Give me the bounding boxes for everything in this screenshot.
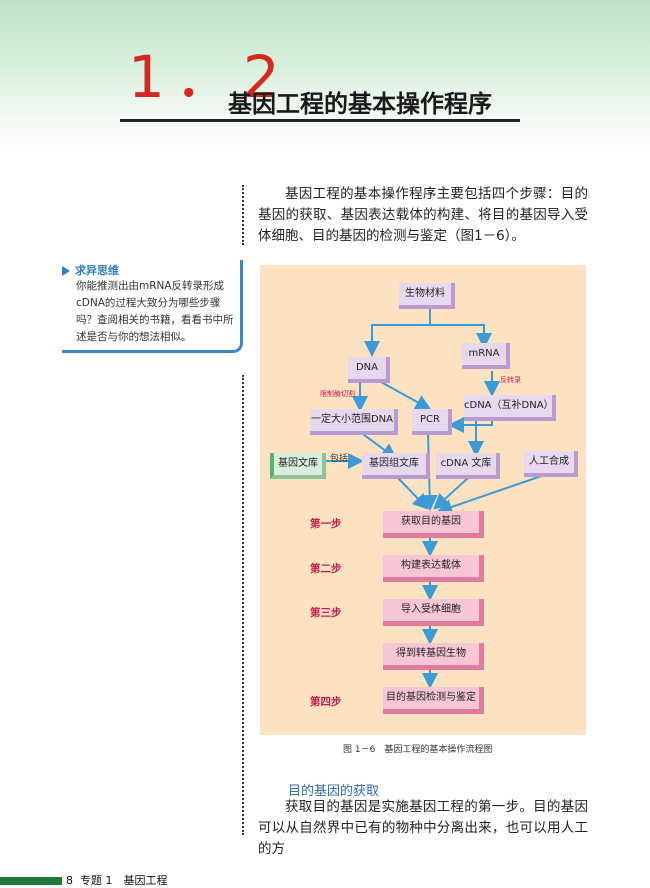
node-pcr: PCR	[412, 409, 452, 435]
label-restriction-enzyme: 限制酶切割	[320, 390, 355, 398]
section-title: 基因工程的基本操作程序	[228, 90, 492, 118]
page-number: 8	[66, 874, 73, 887]
step-box-3: 导入受体细胞	[383, 599, 484, 626]
node-dna-fragments: 一定大小范围DNA	[310, 409, 398, 435]
label-reverse-transcription: 反转录	[500, 376, 521, 384]
step-label-3: 第三步	[310, 607, 342, 619]
subsection-title: 目的基因的获取	[288, 784, 380, 799]
label-includes: 包括	[330, 454, 349, 464]
header-background	[0, 0, 650, 150]
node-cdna: cDNA（互补DNA）	[464, 395, 556, 421]
node-dna: DNA	[348, 357, 390, 383]
section-number: 1．2	[128, 43, 290, 111]
margin-divider-main	[242, 375, 244, 835]
subsection-paragraph: 获取目的基因是实施基因工程的第一步。目的基因可以从自然界中已有的物种中分离出来，…	[258, 799, 588, 857]
footer-bar	[0, 877, 62, 885]
intro-paragraph: 基因工程的基本操作程序主要包括四个步骤：目的基因的获取、基因表达载体的构建、将目…	[258, 186, 588, 244]
footer: 8 专题 1 基因工程	[66, 872, 168, 888]
node-cdna-library: cDNA 文库	[436, 453, 500, 479]
node-artificial-synthesis: 人工合成	[524, 451, 578, 477]
sidebar-text: 你能推测出由mRNA反转录形成cDNA的过程大致分为哪些步骤吗？查阅相关的书籍，…	[76, 280, 234, 343]
sidebar-title: 求异思维	[62, 262, 119, 278]
figure-caption: 图 1－6 基因工程的基本操作流程图	[343, 745, 493, 755]
step-box-transgenic: 得到转基因生物	[383, 643, 484, 670]
node-mrna: mRNA	[462, 343, 510, 369]
title-underline	[120, 119, 520, 122]
margin-divider-top	[242, 185, 244, 245]
step-box-2: 构建表达载体	[383, 555, 484, 582]
step-label-2: 第二步	[310, 563, 342, 575]
footer-topic: 专题 1 基因工程	[80, 874, 168, 887]
node-gene-library: 基因文库	[270, 453, 326, 479]
step-label-4: 第四步	[310, 696, 342, 708]
step-label-1: 第一步	[310, 518, 342, 530]
step-box-4: 目的基因检测与鉴定	[383, 687, 484, 714]
sidebar-box	[62, 260, 243, 353]
flowchart-arrows	[322, 305, 551, 689]
node-genomic-library: 基因组文库	[362, 453, 430, 479]
node-biological-material: 生物材料	[399, 283, 455, 309]
step-box-1: 获取目的基因	[383, 511, 484, 538]
triangle-icon	[62, 266, 70, 276]
